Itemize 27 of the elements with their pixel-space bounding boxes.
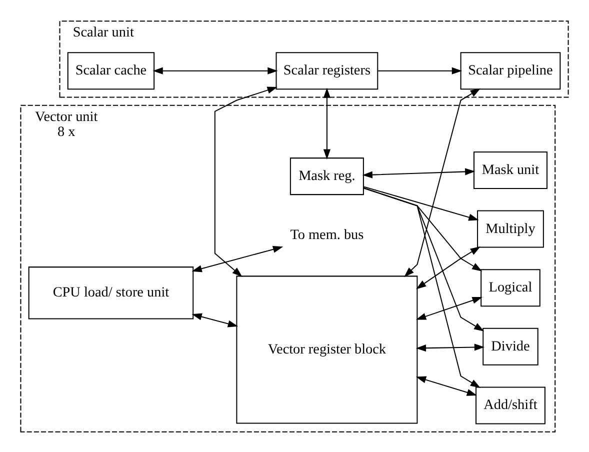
arrow [416, 296, 482, 320]
node-box: Scalar cache [67, 52, 155, 90]
node-box: Scalar pipeline [460, 52, 561, 90]
arrow [363, 187, 484, 331]
arrow [323, 87, 330, 159]
node-box: Vector register block [236, 275, 418, 424]
node-box: Mask unit [473, 150, 548, 188]
arrow [152, 66, 278, 74]
arrow [214, 86, 278, 276]
node-box: Scalar registers [276, 52, 378, 90]
arrow [404, 88, 481, 277]
node-box: Divide [482, 327, 538, 365]
arrow [378, 66, 462, 74]
node-box: CPU load/ store unit [28, 266, 194, 319]
arrow [362, 168, 476, 178]
node-text: To mem. bus [290, 226, 364, 242]
node-box: Logical [480, 268, 540, 306]
node-box: Multiply [477, 210, 544, 248]
arrow [416, 246, 481, 289]
node-box: Add/shift [476, 386, 546, 424]
arrow [416, 343, 485, 352]
arrow [364, 186, 479, 220]
arrow [192, 245, 284, 272]
arrow [363, 187, 481, 388]
arrow [416, 376, 478, 396]
node-box: Mask reg. [290, 157, 364, 195]
arrow [192, 312, 238, 327]
